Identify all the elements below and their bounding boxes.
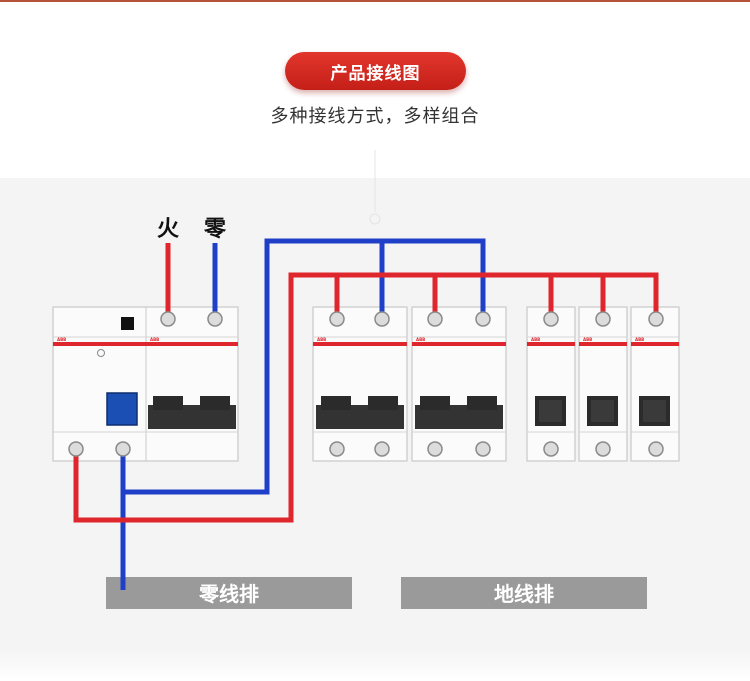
branch-breaker-1p-1: ABB (526, 306, 576, 462)
breaker-toggle (200, 396, 230, 410)
live-input-label: 火 (157, 217, 179, 242)
terminal-screw (595, 311, 611, 327)
neutral-busbar-label: 零线排 (198, 582, 259, 606)
branch-breaker-1p-2: ABB (578, 306, 628, 462)
terminal-screw (648, 311, 664, 327)
live-wires (73, 243, 659, 523)
terminals (68, 311, 664, 457)
breaker-toggle (153, 396, 183, 410)
breaker-toggle (321, 396, 351, 410)
section-title-badge: 产品接线图 (285, 52, 466, 90)
live-distribution-wire (73, 272, 659, 523)
terminal-screw (68, 441, 84, 457)
breaker-brand-mark: ABB (416, 337, 425, 342)
terminal-screw (543, 311, 559, 327)
terminal-screw (595, 441, 611, 457)
terminal-screw (374, 441, 390, 457)
terminal-screw (329, 441, 345, 457)
terminal-screw (427, 441, 443, 457)
branch-breaker-1p-3: ABB (630, 306, 680, 462)
breaker-toggle-face (591, 400, 614, 422)
breaker-brand-mark: ABB (531, 337, 540, 342)
branch-breaker-2p-1: ABB (312, 306, 408, 462)
earth-busbar-label: 地线排 (494, 582, 554, 606)
decor-connector (369, 150, 381, 225)
terminal-screw (160, 311, 176, 327)
branch-breaker-2p-2: ABB (411, 306, 507, 462)
breaker-brand-mark: ABB (317, 337, 326, 342)
test-button (97, 349, 105, 357)
terminal-screw (207, 311, 223, 327)
breaker-toggle-face (539, 400, 562, 422)
section-subtitle: 多种接线方式，多样组合 (270, 106, 480, 127)
neutral-distribution-wire (123, 238, 486, 495)
diagram-fade (0, 648, 750, 681)
breaker-toggle (420, 396, 450, 410)
top-rule (0, 0, 750, 2)
neutral-busbar: 零线排 (106, 577, 352, 609)
breaker-brand-mark: ABB (57, 337, 66, 342)
breaker-toggle (467, 396, 497, 410)
terminal-screw (543, 441, 559, 457)
terminal-screw (648, 441, 664, 457)
earth-busbar: 地线排 (401, 577, 647, 609)
rcd-toggle (106, 392, 138, 426)
indicator-square (121, 317, 134, 330)
breaker-brand-mark: ABB (635, 337, 644, 342)
breaker-toggle (368, 396, 398, 410)
neutral-input-label: 零 (203, 217, 227, 242)
terminal-screw (115, 441, 131, 457)
breaker-toggle-face (643, 400, 666, 422)
terminal-screw (475, 441, 491, 457)
terminal-screw (475, 311, 491, 327)
breaker-brand-mark: ABB (150, 337, 159, 342)
terminal-screw (427, 311, 443, 327)
section-title: 产品接线图 (330, 63, 421, 84)
terminal-screw (374, 311, 390, 327)
main-rcd-breaker: ABB ABB (52, 306, 239, 462)
terminal-screw (329, 311, 345, 327)
breaker-brand-mark: ABB (583, 337, 592, 342)
